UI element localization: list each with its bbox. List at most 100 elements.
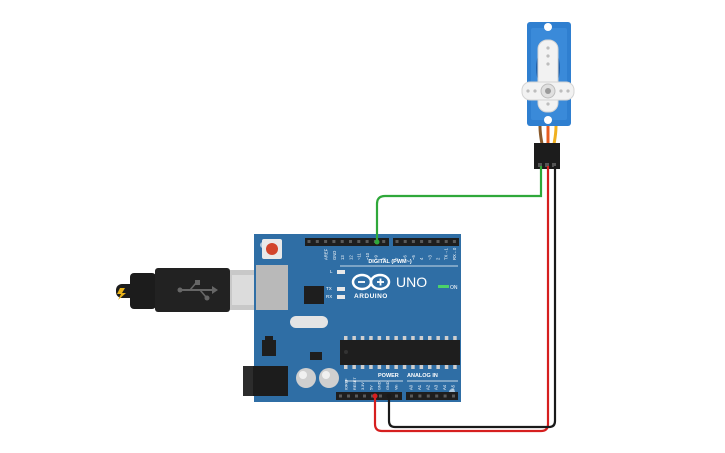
chip-pin (402, 365, 407, 369)
pin-hole[interactable] (382, 240, 386, 243)
reset-button[interactable] (262, 239, 282, 259)
pin-hole[interactable] (452, 240, 456, 243)
brand-label: ARDUINO (354, 293, 388, 300)
power-pin-label: GND (378, 381, 382, 390)
micro-servo[interactable] (521, 22, 575, 169)
digital-pin-label: 12 (348, 255, 353, 260)
digital-label: DIGITAL (PWM~) (368, 259, 412, 265)
pin-hole[interactable] (436, 240, 440, 243)
usb-icon (177, 280, 218, 301)
pin-hole[interactable] (379, 394, 382, 398)
power-led-label: ON (450, 285, 458, 291)
pin-hole[interactable] (443, 394, 447, 398)
pin-hole[interactable] (428, 240, 432, 243)
pin-hole[interactable] (420, 240, 424, 243)
pin-hole[interactable] (418, 394, 422, 398)
servo-horn[interactable] (521, 39, 575, 113)
chip-pin (352, 336, 356, 340)
pin-hole[interactable] (452, 394, 455, 398)
chip-pin (344, 336, 348, 340)
pin-hole[interactable] (324, 240, 328, 243)
power-pin-label: 3.3V (361, 382, 365, 390)
analog-pin-label: A0 (409, 384, 414, 390)
ground-wire[interactable] (387, 166, 557, 429)
chip-pin (394, 365, 398, 369)
power-pin-label: GND (386, 381, 390, 390)
led-rx-label: RX (326, 294, 332, 299)
servo-mount-hole (544, 116, 552, 124)
horn-hole (546, 54, 550, 58)
led-rx (337, 295, 345, 299)
pin-hole[interactable] (357, 240, 361, 243)
power-led (438, 285, 449, 288)
pin-hole[interactable] (403, 240, 407, 243)
analog-pin-label: A5 (451, 384, 456, 390)
led-tx-label: TX (326, 286, 332, 291)
chip-pin (436, 365, 440, 369)
digital-pin-label: 2 (436, 257, 441, 260)
pin-hole[interactable] (411, 240, 415, 243)
pin-hole[interactable] (347, 394, 350, 398)
digital-pin-label: 4 (419, 257, 424, 260)
digital-pin-label: TX→1 (444, 247, 449, 260)
signal-wire-endpoint (374, 239, 380, 245)
digital-pin-label: ~9 (373, 255, 378, 260)
lightning-icon (117, 288, 126, 300)
power-pin-label: RESET (353, 377, 357, 390)
atmega-chip (340, 340, 460, 365)
reset-button-cap (266, 243, 278, 255)
pin-hole[interactable] (363, 394, 366, 398)
digital-pin-label: ~10 (365, 252, 370, 260)
chip-pin (444, 336, 449, 340)
pin-hole[interactable] (332, 240, 336, 243)
pin-hole[interactable] (340, 240, 344, 243)
pin-hole[interactable] (349, 240, 352, 243)
chip-pin (419, 365, 424, 369)
analog-pin-label: A3 (434, 384, 439, 390)
chip-pin (428, 365, 432, 369)
crystal-oscillator (290, 316, 328, 328)
pin-hole[interactable] (395, 240, 399, 243)
chip-pin (377, 336, 382, 340)
chip-pin (411, 365, 415, 369)
chip-pin (411, 336, 415, 340)
pin-hole[interactable] (315, 240, 319, 243)
pin-hole[interactable] (395, 394, 398, 398)
pin-hole[interactable] (426, 394, 430, 398)
led-l (337, 270, 345, 274)
digital-pin-label: ~3 (427, 255, 432, 260)
capacitor (296, 368, 316, 388)
ground-wire-endpoint (386, 393, 392, 399)
board-usb-port (256, 265, 288, 310)
digital-pin-label: AREF (324, 248, 329, 260)
digital-pin-label: 8 (382, 257, 387, 260)
usb-strain-relief (130, 273, 156, 309)
arduino-logo-icon (351, 273, 391, 291)
pin-hole[interactable] (339, 394, 342, 398)
analog-header (406, 392, 458, 400)
capacitor (319, 368, 339, 388)
pin-hole[interactable] (307, 240, 311, 243)
digital-header-right (393, 238, 459, 246)
pin-hole[interactable] (410, 394, 413, 398)
pin-hole[interactable] (435, 394, 439, 398)
pin-hole[interactable] (444, 240, 448, 243)
digital-pin-label: GND (332, 251, 337, 260)
horn-hole (546, 62, 550, 66)
signal-wire[interactable] (375, 166, 543, 242)
digital-pin-label: ~11 (357, 253, 362, 260)
pin-hole[interactable] (365, 240, 369, 243)
analog-pin-label: A1 (417, 384, 422, 390)
usb-cable[interactable] (116, 268, 258, 312)
chip-pin (402, 336, 407, 340)
chip-pin (369, 365, 373, 369)
bottom-pin-holes (339, 394, 455, 398)
small-chip (310, 352, 322, 360)
servo-screw-icon (545, 88, 551, 94)
chip-pin (436, 336, 440, 340)
pin-hole[interactable] (355, 394, 358, 398)
chip-pin (344, 365, 348, 369)
